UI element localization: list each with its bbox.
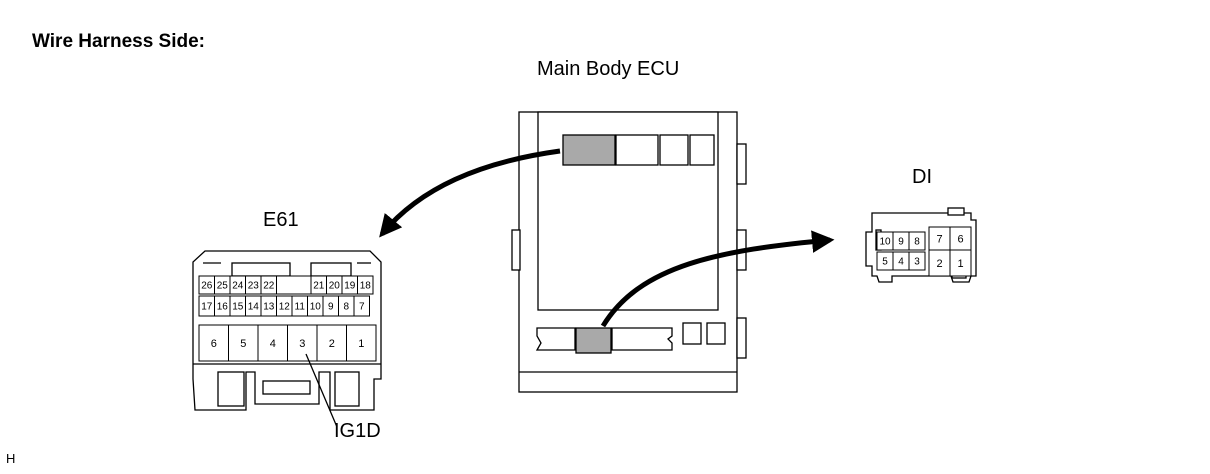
di-pin-4-label: 4 bbox=[898, 257, 904, 268]
e61-row1-gap-cell bbox=[276, 275, 312, 295]
di-pin-6-label: 6 bbox=[957, 233, 963, 245]
e61-pin-9-label: 9 bbox=[328, 302, 334, 313]
diagram-title: Wire Harness Side: bbox=[32, 31, 206, 52]
main-body-ecu bbox=[511, 111, 747, 393]
di-pin-5-label: 5 bbox=[882, 257, 888, 268]
e61-pin-18-label: 18 bbox=[360, 281, 372, 292]
ecu-e61-socket bbox=[562, 134, 616, 166]
e61-pin-15-label: 15 bbox=[232, 302, 244, 313]
arrow-to-di bbox=[600, 230, 835, 328]
e61-pin-6-label: 6 bbox=[211, 338, 217, 350]
e61-pin-18-cell bbox=[357, 275, 374, 295]
e61-top-key-left bbox=[231, 262, 291, 277]
e61-pin-3-label: 3 bbox=[299, 338, 305, 350]
di-pin-3-cell bbox=[908, 251, 926, 271]
ecu-lower-socket-right bbox=[611, 327, 673, 351]
e61-pin-8-label: 8 bbox=[343, 302, 349, 313]
corner-mark: H bbox=[6, 451, 16, 466]
e61-center-latch bbox=[262, 380, 311, 395]
e61-pin-2-cell bbox=[316, 324, 347, 362]
ecu-lower-socket-left bbox=[535, 327, 576, 351]
di-top-latch bbox=[947, 207, 965, 216]
e61-pin-20-label: 20 bbox=[329, 281, 341, 292]
ecu-right-tab-upper bbox=[736, 143, 747, 185]
e61-pin-4-label: 4 bbox=[270, 338, 276, 350]
e61-pin-16-label: 16 bbox=[217, 302, 229, 313]
e61-pin-19-label: 19 bbox=[344, 281, 356, 292]
e61-pin-26-label: 26 bbox=[201, 281, 213, 292]
di-pin-9-label: 9 bbox=[898, 237, 904, 248]
ecu-socket-4 bbox=[689, 134, 715, 166]
e61-pin-23-label: 23 bbox=[248, 281, 260, 292]
main-body-ecu-label: Main Body ECU bbox=[537, 58, 680, 80]
e61-pin-13-label: 13 bbox=[263, 302, 275, 313]
ecu-di-socket bbox=[575, 327, 612, 354]
e61-pin-11-label: 11 bbox=[295, 302, 306, 313]
di-pin-1-label: 1 bbox=[957, 258, 963, 270]
e61-pin-12-label: 12 bbox=[279, 302, 291, 313]
ecu-left-tab bbox=[511, 229, 521, 271]
ig1d-callout-label: IG1D bbox=[334, 420, 381, 442]
e61-pin-7-cell bbox=[353, 295, 370, 317]
di-pin-8-cell bbox=[908, 231, 926, 251]
ecu-socket-3 bbox=[659, 134, 689, 166]
e61-pin-25-label: 25 bbox=[217, 281, 229, 292]
e61-pin-17-label: 17 bbox=[201, 302, 213, 313]
e61-lower-left-lug bbox=[217, 371, 245, 407]
e61-lower-right-lug bbox=[334, 371, 360, 407]
e61-pin-14-label: 14 bbox=[248, 302, 260, 313]
ecu-socket-2 bbox=[615, 134, 659, 166]
ecu-right-tab-lower bbox=[736, 317, 747, 359]
di-pin-8-label: 8 bbox=[914, 237, 920, 248]
e61-pin-22-label: 22 bbox=[263, 281, 275, 292]
di-label: DI bbox=[912, 166, 932, 188]
e61-pin-7-label: 7 bbox=[359, 302, 365, 313]
ecu-lower-socket-small-2 bbox=[706, 322, 726, 345]
e61-label: E61 bbox=[263, 209, 299, 231]
di-pin-10-label: 10 bbox=[879, 237, 891, 248]
arrow-to-e61 bbox=[379, 148, 561, 238]
e61-pin-21-label: 21 bbox=[313, 281, 325, 292]
e61-pin-10-label: 10 bbox=[310, 302, 322, 313]
ecu-lower-socket-small-1 bbox=[682, 322, 702, 345]
e61-pin-4-cell bbox=[257, 324, 288, 362]
di-pin-7-label: 7 bbox=[936, 233, 942, 245]
di-pin-2-label: 2 bbox=[936, 258, 942, 270]
di-pin-1-cell bbox=[949, 249, 972, 277]
di-pin-3-label: 3 bbox=[914, 257, 920, 268]
e61-pin-1-label: 1 bbox=[358, 338, 364, 350]
e61-pin-2-label: 2 bbox=[329, 338, 335, 350]
ig1d-callout-line bbox=[305, 353, 338, 428]
e61-top-key-right bbox=[310, 262, 352, 277]
e61-pin-5-cell bbox=[228, 324, 259, 362]
e61-pin-3-cell bbox=[287, 324, 318, 362]
e61-pin-24-label: 24 bbox=[232, 281, 244, 292]
e61-pin-1-cell bbox=[346, 324, 377, 362]
e61-pin-5-label: 5 bbox=[240, 338, 246, 350]
